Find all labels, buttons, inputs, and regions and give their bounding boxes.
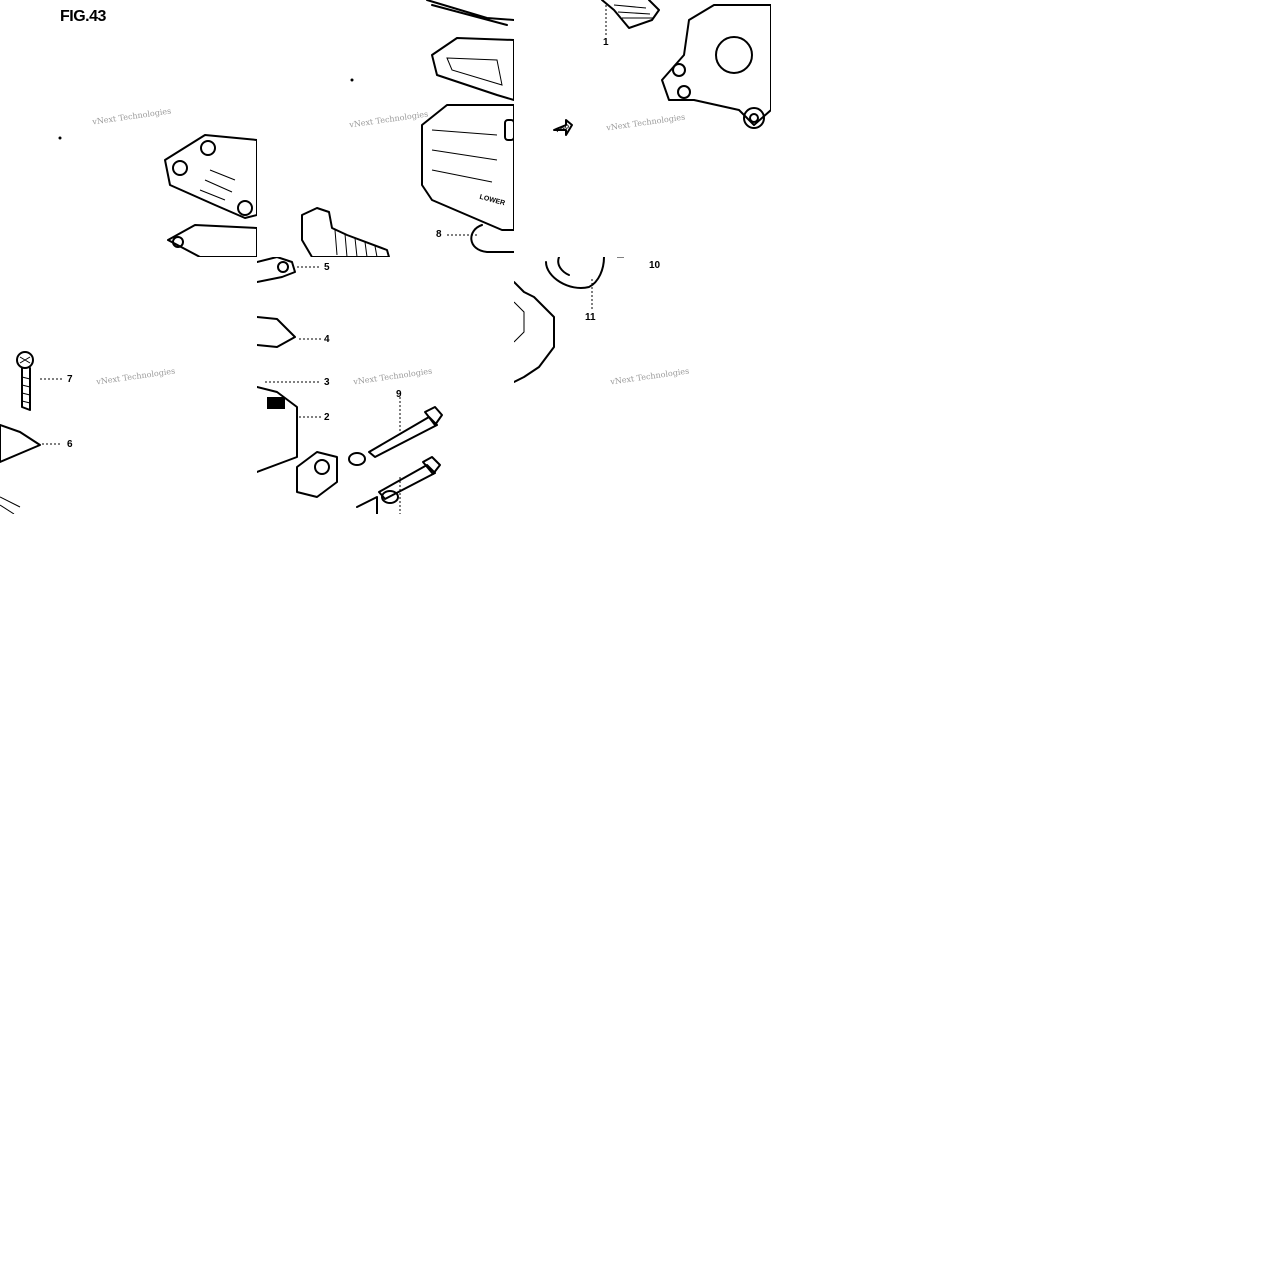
callout-4[interactable]: 4 — [324, 334, 330, 345]
callout-2[interactable]: 2 — [324, 412, 330, 423]
tile-top-left: FIG.43 vNext Technologies — [0, 0, 257, 257]
o-ring-drawing — [514, 257, 624, 383]
tile-bottom-left: 7 6 vNext Technologies — [0, 257, 257, 514]
screw-plate-drawing — [0, 351, 62, 514]
callout-11[interactable]: 11 — [585, 312, 596, 323]
gasket-bolts-drawing — [257, 257, 443, 514]
callout-3[interactable]: 3 — [324, 377, 330, 388]
callout-10[interactable]: 10 — [649, 260, 661, 271]
housing-drawing — [553, 0, 771, 136]
valve-body-drawing — [301, 0, 514, 257]
callout-5[interactable]: 5 — [324, 262, 330, 273]
tile-bottom-right: 10 11 vNext Technologies — [514, 257, 771, 514]
callout-9[interactable]: 9 — [396, 389, 402, 400]
callout-8[interactable]: 8 — [436, 229, 442, 240]
tile-top-center: 8 LOWER vNext Technologies — [257, 0, 514, 257]
tile-top-right: 1 FWD vNext Technologies — [514, 0, 771, 257]
cover-plate-drawing — [58, 134, 257, 257]
callout-1[interactable]: 1 — [603, 37, 609, 48]
tile-bottom-center: 5 4 3 2 9 vNext Technologies — [257, 257, 514, 514]
figure-title: FIG.43 — [60, 8, 106, 25]
callout-6[interactable]: 6 — [67, 439, 73, 450]
callout-7[interactable]: 7 — [67, 374, 73, 385]
